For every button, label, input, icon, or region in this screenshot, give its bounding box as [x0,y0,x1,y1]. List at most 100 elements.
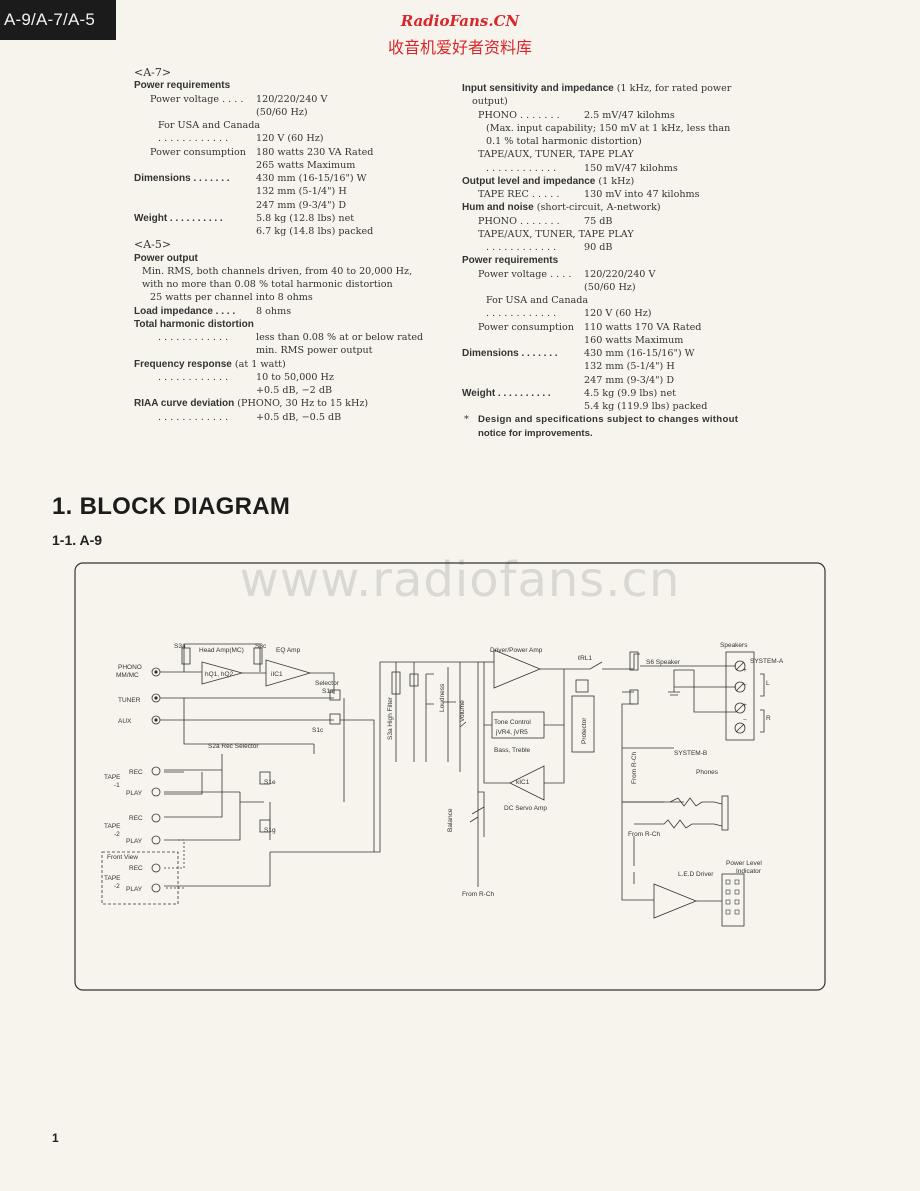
lbl-play1: PLAY [126,790,143,797]
a5-thd-label: Total harmonic distortion [134,318,254,330]
a7-dim-h: 132 mm (5-1/4") H [256,186,347,198]
r-output-suffix: (1 kHz) [595,175,635,187]
a5-freq-label: Frequency response [134,358,232,370]
a5-thd-dots: . . . . . . . . . . . . [158,332,229,343]
r-usa-value: 120 V (60 Hz) [584,308,652,320]
r-dim-label: Dimensions . . . . . . . [462,348,558,359]
section-title: 1. BLOCK DIAGRAM [52,493,291,520]
lbl-tape1n: -1 [114,782,120,789]
lbl-phones: Phones [696,769,719,776]
lbl-rl1: ℓRL1 [578,655,592,662]
lbl-phono: PHONO [118,664,142,671]
lbl-rec2: REC [129,815,143,822]
lbl-eq-amp: EQ Amp [276,647,301,654]
lbl-volume: Volume [459,700,466,722]
r-note-line1: Design and specifications subject to cha… [478,414,739,426]
lbl-ch-r: R [766,715,771,722]
a5-po-line2: with no more than 0.08 % total harmonic … [142,279,393,290]
a7-weight-label: Weight . . . . . . . . . . [134,212,223,224]
lbl-front-view: Front View [107,854,138,861]
lbl-selector: Selector [315,680,340,687]
lbl-s1a: S1a [322,688,334,695]
lbl-rec1: REC [129,769,143,776]
r-usa-dots: . . . . . . . . . . . . [486,308,557,320]
a5-thd-value2: min. RMS power output [256,345,373,357]
a5-freq-value2: +0.5 dB, −2 dB [256,385,333,396]
r-pv-hz: (50/60 Hz) [584,281,636,293]
lbl-tape2n: -2 [114,831,120,838]
r-taperec-value: 130 mV into 47 kilohms [584,189,700,200]
lbl-bass: Bass, Treble [494,747,531,754]
lbl-system-a: SYSTEM-A [750,658,784,665]
r-phono-note1: (Max. input capability; 150 mV at 1 kHz,… [486,122,731,134]
r-hum-label: Hum and noise [462,202,534,214]
r-phono-label: PHONO . . . . . . . [478,109,560,121]
lbl-aux: AUX [118,718,132,725]
a7-dim-w: 430 mm (16-15/16") W [256,173,367,184]
a5-load-label: Load impedance . . . . [134,305,236,317]
spec-right-column: Input sensitivity and impedance (1 kHz, … [462,82,772,440]
lbl-ic1: iIC1 [271,671,283,678]
a7-weight-packed: 6.7 kg (14.8 lbs) packed [256,226,374,237]
lbl-mm-mc: MM/MC [116,672,139,679]
r-hum-tape-dots: . . . . . . . . . . . . [486,242,557,253]
a5-power-output: Power output [134,252,198,264]
a5-po-line1: Min. RMS, both channels driven, from 40 … [142,265,413,277]
r-tape-label: TAPE/AUX, TUNER, TAPE PLAY [478,149,634,161]
r-phono-note2: 0.1 % total harmonic distortion) [486,136,642,147]
lbl-dc-servo: DC Servo Amp [504,805,547,812]
a7-usa-label: For USA and Canada [158,120,261,131]
lbl-from-rch: From R-Ch [462,891,495,898]
lbl-tone: Tone Control [494,719,531,726]
r-hum-tape-label: TAPE/AUX, TUNER, TAPE PLAY [478,228,634,240]
r-pv-label: Power voltage . . . . [478,268,572,280]
a7-pv-label: Power voltage . . . . [150,93,244,105]
lbl-power-level: Power Level [726,860,762,867]
protector-box [571,695,595,753]
lbl-from-rch2: From R-Ch [631,751,638,784]
r-weight-label: Weight . . . . . . . . . . [462,387,551,399]
r-weight-net: 4.5 kg (9.9 lbs) net [584,387,676,399]
r-dim-h: 132 mm (5-1/4") H [584,361,675,373]
lbl-plus2: + [743,702,747,709]
lbl-play3: PLAY [126,886,143,893]
lbl-s3c: S3c [255,643,267,650]
r-weight-packed: 5.4 kg (119.9 lbs) packed [584,401,708,412]
r-input-suffix: (1 kHz, for rated power [613,83,732,94]
head-amp-triangle [201,661,244,685]
watermark-chinese: 收音机爱好者资料库 [387,38,532,57]
a5-thd-value1: less than 0.08 % at or below rated [256,332,424,343]
r-hum-suffix: (short-circuit, A-network) [533,202,661,214]
led-indicator-box [721,873,745,927]
r-pc-max: 160 watts Maximum [584,334,684,346]
lbl-tape1: TAPE [104,774,121,781]
lbl-speakers: Speakers [720,642,748,649]
lbl-loudness: Loudness [439,683,446,712]
lbl-tuner: TUNER [118,697,141,704]
a7-pc-label: Power consumption [150,146,246,158]
lbl-hq: hQ1, hQ2 [205,671,234,678]
a5-riaa-suffix: (PHONO, 30 Hz to 15 kHz) [234,398,369,410]
lbl-tape2: TAPE [104,823,121,830]
a5-freq-suffix: (at 1 watt) [231,358,286,370]
a7-usa-dots: . . . . . . . . . . . . [158,133,229,145]
a7-usa-value: 120 V (60 Hz) [256,133,324,145]
r-output-label: Output level and impedance [462,175,596,187]
section-subtitle: 1-1. A-9 [52,532,103,548]
a5-riaa-value: +0.5 dB, −0.5 dB [256,411,342,423]
lbl-s2a: S2a Rec Selector [208,743,259,750]
r-hum-phono-value: 75 dB [584,215,613,227]
lbl-from-rch3: From R-Ch [628,831,661,838]
a7-pc-max: 265 watts Maximum [256,159,356,171]
lbl-protector: Protector [581,717,588,744]
a5-freq-dots: . . . . . . . . . . . . [158,371,229,383]
r-tape-value: 150 mV/47 kilohms [584,162,678,174]
lbl-kic1: kIC1 [516,779,530,786]
lbl-system-b: SYSTEM-B [674,750,707,757]
r-pc-label: Power consumption [478,321,574,333]
model-tag: A-9/A-7/A-5 [0,0,116,40]
lbl-indicator: Indicator [736,868,762,875]
r-pv-value: 120/220/240 V [584,268,656,280]
lbl-ch-l: L [766,680,770,687]
r-pc-value: 110 watts 170 VA Rated [584,321,702,333]
